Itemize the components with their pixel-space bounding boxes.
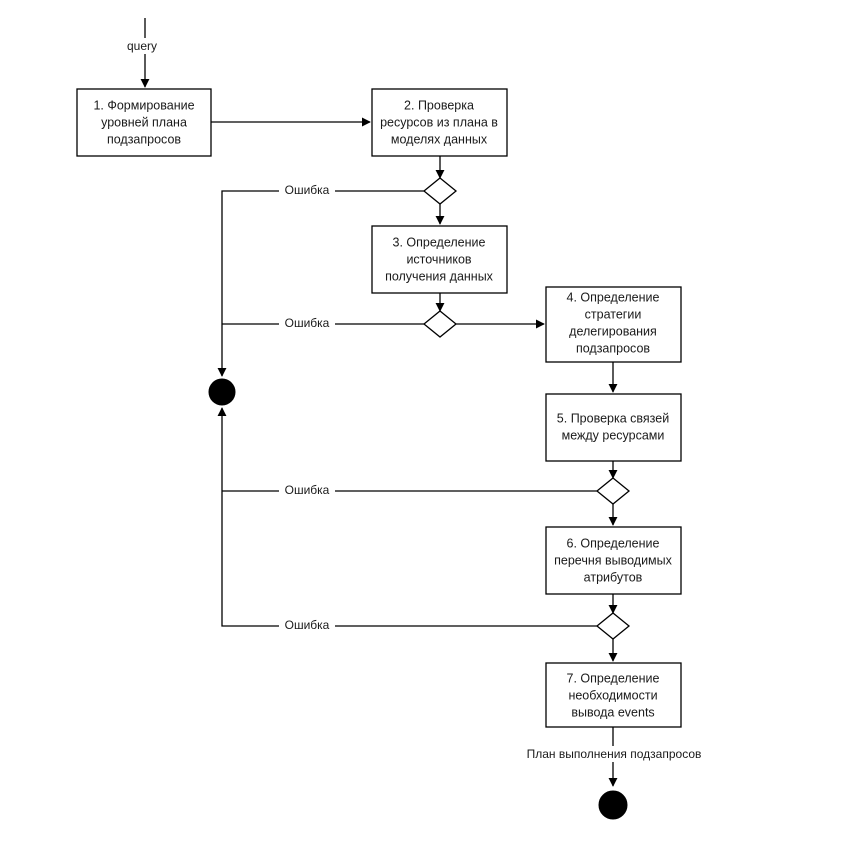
node-5[interactable]: 5. Проверка связей между ресурсами xyxy=(545,393,682,462)
node-4-line-3: делегирования xyxy=(569,324,657,338)
node-4-box xyxy=(545,286,682,363)
node-2-line-3: моделях данных xyxy=(391,132,488,146)
label-error-4: Ошибка xyxy=(279,618,335,634)
node-7-line-3: вывода events xyxy=(571,705,654,719)
label-query: query xyxy=(125,38,169,54)
node-1[interactable]: 1. Формирование уровней плана подзапросо… xyxy=(76,88,212,157)
node-1-line-1: 1. Формирование xyxy=(93,98,194,112)
label-error-2-text: Ошибка xyxy=(285,316,330,330)
label-final-text: План выполнения подзапросов xyxy=(527,747,702,761)
decision-1[interactable] xyxy=(422,177,458,205)
label-error-3-bg xyxy=(279,483,335,499)
decision-3[interactable] xyxy=(595,477,631,505)
final-node[interactable] xyxy=(598,790,628,820)
node-1-line-3: подзапросов xyxy=(107,132,181,146)
label-error-1-text: Ошибка xyxy=(285,183,330,197)
node-3-line-2: источников xyxy=(406,252,471,266)
node-2-line-2: ресурсов из плана в xyxy=(380,115,498,129)
node-6-line-1: 6. Определение xyxy=(567,536,660,550)
node-7-box xyxy=(545,662,682,728)
error-merge-node[interactable] xyxy=(208,378,236,406)
decision-2[interactable] xyxy=(422,310,458,338)
node-4-line-4: подзапросов xyxy=(576,341,650,355)
node-1-line-2: уровней плана xyxy=(101,115,187,129)
label-error-3-text: Ошибка xyxy=(285,483,330,497)
node-4-line-2: стратегии xyxy=(585,307,642,321)
label-error-4-text: Ошибка xyxy=(285,618,330,632)
label-query-bg xyxy=(125,38,169,54)
label-final-bg xyxy=(522,746,706,762)
node-4[interactable]: 4. Определение стратегии делегирования п… xyxy=(545,286,682,363)
node-3[interactable]: 3. Определение источников получения данн… xyxy=(371,225,508,294)
node-7-line-2: необходимости xyxy=(568,688,657,702)
label-final: План выполнения подзапросов xyxy=(522,746,706,762)
node-5-line-2: между ресурсами xyxy=(562,428,665,442)
node-2[interactable]: 2. Проверка ресурсов из плана в моделях … xyxy=(371,88,508,157)
label-error-4-bg xyxy=(279,618,335,634)
node-6-line-3: атрибутов xyxy=(584,570,643,584)
node-3-line-3: получения данных xyxy=(385,269,494,283)
node-1-box xyxy=(76,88,212,157)
label-error-1: Ошибка xyxy=(279,183,335,199)
label-error-2: Ошибка xyxy=(279,316,335,332)
node-3-line-1: 3. Определение xyxy=(393,235,486,249)
edge-decision1-error xyxy=(217,190,424,377)
node-6[interactable]: 6. Определение перечня выводимых атрибут… xyxy=(545,526,682,595)
node-7-line-1: 7. Определение xyxy=(567,671,660,685)
node-5-box xyxy=(545,393,682,462)
node-7[interactable]: 7. Определение необходимости вывода even… xyxy=(545,662,682,728)
node-3-box xyxy=(371,225,508,294)
node-2-line-1: 2. Проверка xyxy=(404,98,474,112)
node-2-box xyxy=(371,88,508,157)
label-error-2-bg xyxy=(279,316,335,332)
edge-decision4-error xyxy=(217,407,597,627)
node-6-box xyxy=(545,526,682,595)
node-4-line-1: 4. Определение xyxy=(567,290,660,304)
decision-4[interactable] xyxy=(595,612,631,640)
label-error-1-bg xyxy=(279,183,335,199)
label-error-3: Ошибка xyxy=(279,483,335,499)
node-5-line-1: 5. Проверка связей xyxy=(557,411,669,425)
node-6-line-2: перечня выводимых xyxy=(554,553,673,567)
label-query-text: query xyxy=(127,39,157,53)
